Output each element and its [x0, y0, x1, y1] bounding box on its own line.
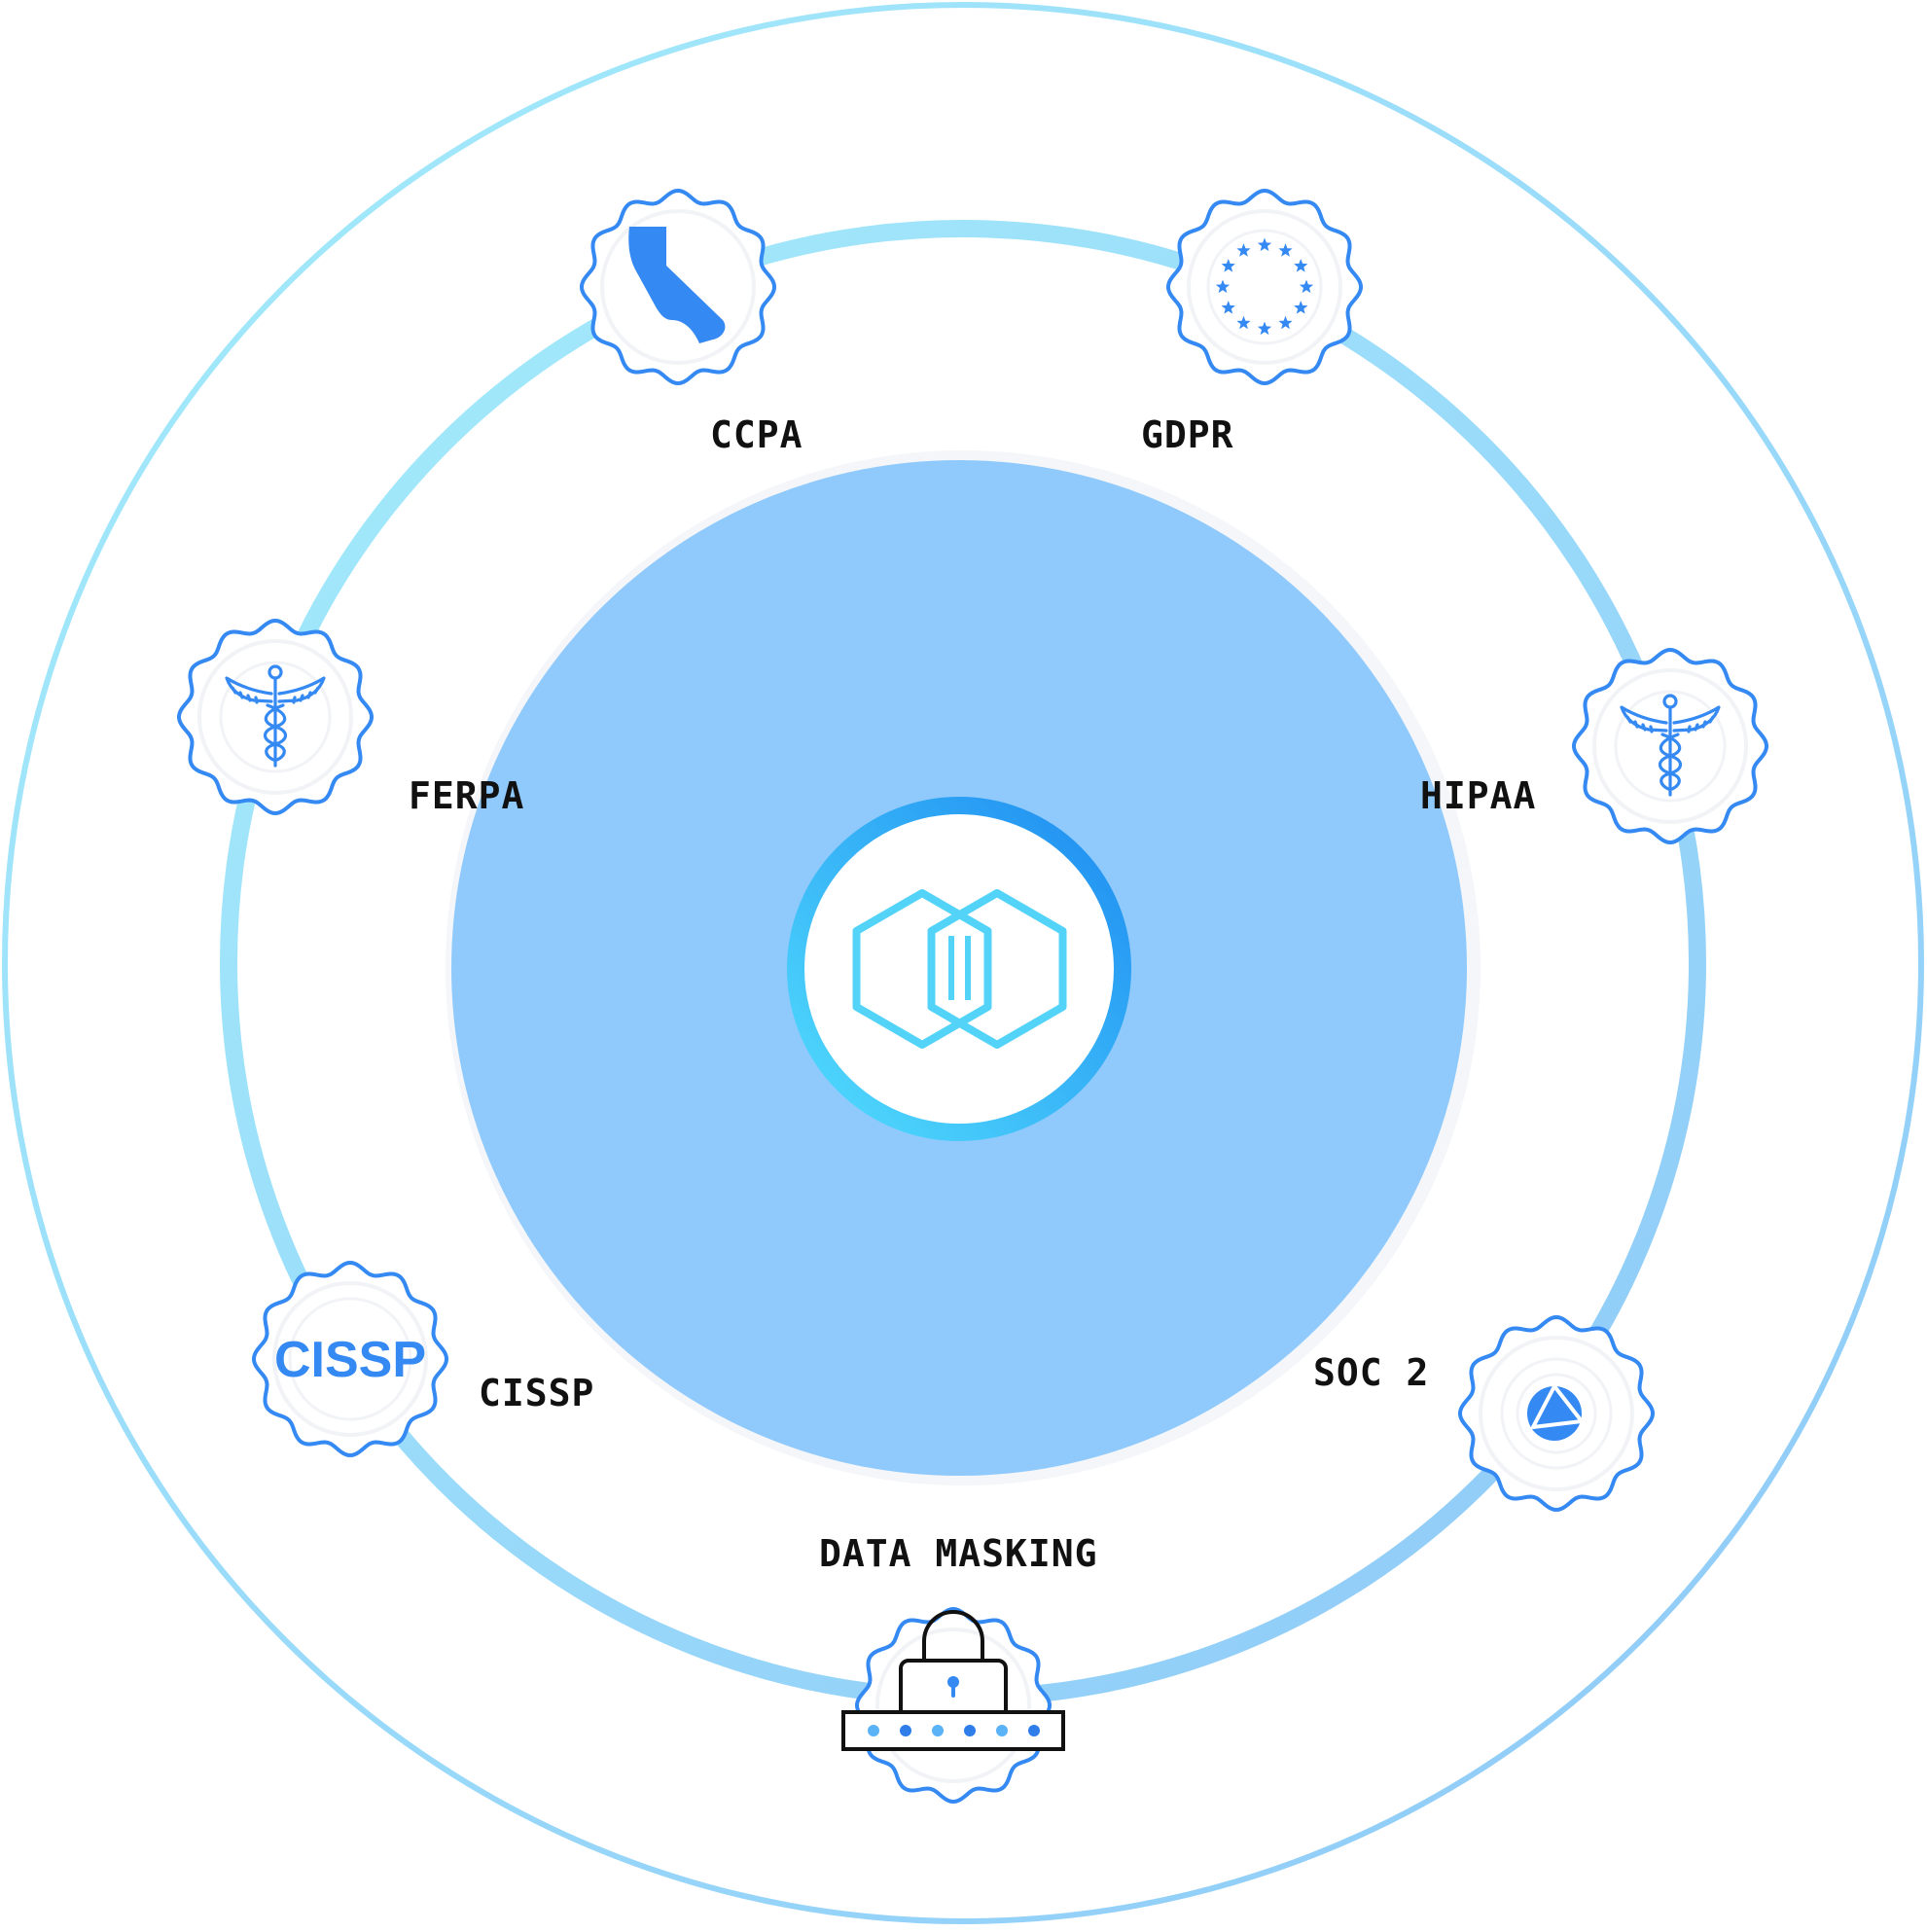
padlock-masked-password-icon [841, 1610, 1065, 1751]
aicpa-globe-icon [1500, 1357, 1613, 1470]
california-map-icon [628, 227, 726, 343]
badge-soc2 [1458, 1315, 1655, 1512]
eu-stars-icon [1206, 229, 1323, 345]
badge-seal-outline [1166, 189, 1363, 385]
badge-ccpa [580, 189, 776, 385]
label-data-masking: DATA MASKING [819, 1532, 1098, 1575]
badge-gdpr [1166, 189, 1363, 385]
badge-ferpa [177, 619, 374, 815]
label-ferpa: FERPA [409, 774, 525, 817]
linked-hexagons-icon [852, 889, 1067, 1049]
badge-cissp: CISSP [252, 1261, 448, 1457]
label-hipaa: HIPAA [1420, 774, 1537, 817]
label-gdpr: GDPR [1141, 413, 1234, 456]
center-logo-ring [787, 797, 1131, 1141]
caduceus-icon [219, 661, 332, 773]
badge-hipaa [1572, 648, 1768, 844]
caduceus-icon [1614, 690, 1727, 803]
label-soc2: SOC 2 [1313, 1351, 1430, 1394]
cissp-wordmark-text: CISSP [274, 1332, 426, 1388]
label-cissp: CISSP [479, 1372, 595, 1414]
cissp-wordmark-icon: CISSP [274, 1297, 426, 1421]
label-ccpa: CCPA [710, 413, 803, 456]
badge-data-masking [841, 1607, 1065, 1804]
badge-seal-outline [252, 1261, 448, 1457]
